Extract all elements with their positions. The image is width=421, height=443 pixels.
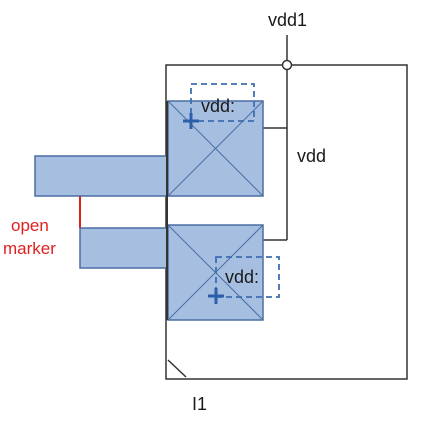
plus-icon <box>183 113 199 129</box>
label-instance: I1 <box>192 394 207 414</box>
label-pin-upper: vdd: <box>201 96 235 116</box>
label-vdd1: vdd1 <box>268 10 307 30</box>
metal-strip-upper <box>34 155 169 197</box>
label-open: open <box>11 216 49 235</box>
metal-strip-lower <box>79 227 169 269</box>
via-upper <box>167 100 264 197</box>
label-marker: marker <box>3 239 56 258</box>
instance-corner-mark <box>167 359 187 378</box>
plus-icon <box>208 288 224 304</box>
circle-junction-icon <box>281 59 293 71</box>
pin-box-upper <box>190 83 255 122</box>
pin-box-lower <box>215 256 280 298</box>
x-cross-icon <box>167 100 264 197</box>
label-vdd: vdd <box>297 146 326 166</box>
label-pin-lower: vdd: <box>225 267 259 287</box>
